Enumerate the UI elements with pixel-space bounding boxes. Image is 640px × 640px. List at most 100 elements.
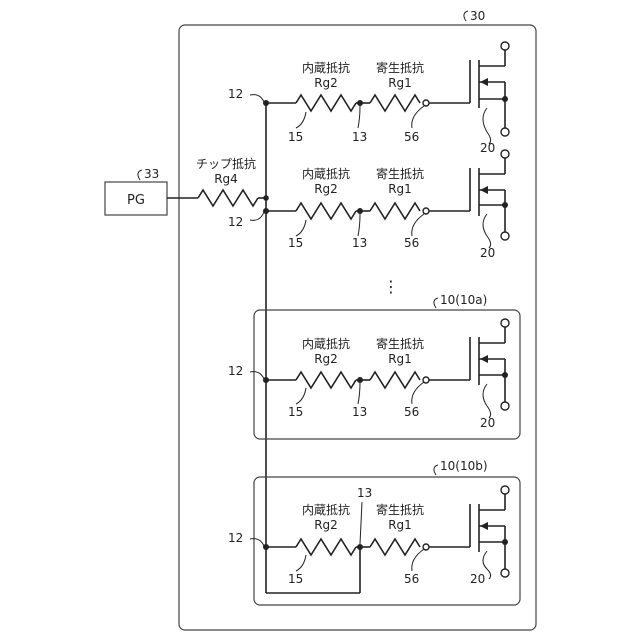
row2-source-terminal	[501, 232, 509, 240]
row1-pad-ref: 12	[228, 87, 243, 101]
chip-resistor-name: チップ抵抗	[196, 156, 256, 171]
row4-mid-leader	[360, 502, 362, 544]
module-ref-label: 30	[470, 9, 485, 23]
row3-pad-leader	[250, 372, 264, 379]
row3-transistor-ref: 20	[480, 416, 495, 430]
chip-10b-ref-label: 10(10b)	[440, 459, 488, 473]
row3-builtin-leader	[296, 388, 306, 404]
row4-builtin-name: 内蔵抵抗	[302, 502, 350, 517]
row2-builtin-resistor	[296, 203, 356, 219]
gate-row-3: 12 内蔵抵抗 Rg2 寄生抵抗 Rg1 15 13 56 20	[228, 319, 509, 430]
chip-10a-ref-label: 10(10a)	[440, 293, 487, 307]
gate-row-2: 12 内蔵抵抗 Rg2 寄生抵抗 Rg1 15 13 56 20	[228, 150, 509, 260]
row3-source-terminal	[501, 402, 509, 410]
row2-mid-dot	[357, 208, 363, 214]
row1-transistor-ref: 20	[480, 141, 495, 155]
row2-parasitic-name: 寄生抵抗	[376, 166, 424, 181]
row3-parasitic-name: 寄生抵抗	[376, 336, 424, 351]
row4-source-dot	[502, 539, 508, 545]
row2-gate-terminal	[423, 208, 429, 214]
row1-builtin-ref: 15	[288, 130, 303, 144]
row3-source-dot	[502, 372, 508, 378]
row4-builtin-ref: 15	[288, 572, 303, 586]
row4-pad-leader	[250, 539, 264, 546]
chip-resistor-rg4	[198, 190, 258, 206]
row4-source-terminal	[501, 569, 509, 577]
bus-junction-dot	[263, 195, 269, 201]
row3-parasitic-sym: Rg1	[388, 352, 412, 366]
row3-drain-terminal	[501, 319, 509, 327]
row3-builtin-resistor	[296, 372, 356, 388]
row1-terminal-leader	[412, 106, 424, 128]
row3-builtin-name: 内蔵抵抗	[302, 336, 350, 351]
row2-body-arrow	[480, 186, 488, 194]
chip-10a-ref-squiggle	[434, 298, 438, 308]
row2-builtin-ref: 15	[288, 236, 303, 250]
row1-parasitic-sym: Rg1	[388, 76, 412, 90]
row1-mid-leader	[358, 106, 360, 128]
row3-terminal-ref: 56	[404, 405, 419, 419]
pulse-generator-label: PG	[127, 193, 145, 208]
row2-transistor-ref: 20	[480, 246, 495, 260]
row1-mid-ref: 13	[352, 130, 367, 144]
pg-ref-squiggle	[138, 170, 142, 180]
row4-parasitic-sym: Rg1	[388, 518, 412, 532]
row3-terminal-leader	[412, 382, 424, 404]
module-ref-squiggle	[464, 11, 468, 21]
row3-pad-ref: 12	[228, 364, 243, 378]
row2-builtin-name: 内蔵抵抗	[302, 166, 350, 181]
row3-parasitic-resistor	[370, 372, 420, 388]
row4-mid-ref: 13	[357, 486, 372, 500]
gate-row-4: 12 13 内蔵抵抗 Rg2 寄生抵抗 Rg1 15 56 20	[228, 486, 509, 586]
row2-transistor-leader	[483, 214, 491, 248]
row2-terminal-ref: 56	[404, 236, 419, 250]
row1-drain-terminal	[501, 42, 509, 50]
row1-parasitic-resistor	[370, 95, 420, 111]
row1-body-arrow	[480, 78, 488, 86]
row2-drain-terminal	[501, 150, 509, 158]
row1-builtin-sym: Rg2	[314, 76, 338, 90]
row4-body-arrow	[480, 522, 488, 530]
row2-parasitic-sym: Rg1	[388, 182, 412, 196]
row3-mid-ref: 13	[352, 405, 367, 419]
row4-builtin-resistor	[296, 539, 356, 555]
row2-pad-ref: 12	[228, 215, 243, 229]
row1-parasitic-name: 寄生抵抗	[376, 60, 424, 75]
row1-gate-terminal	[423, 100, 429, 106]
gate-row-1: 12 内蔵抵抗 Rg2 寄生抵抗 Rg1 15 13 56 20	[228, 42, 509, 155]
row4-pad-ref: 12	[228, 531, 243, 545]
row1-transistor-leader	[483, 108, 491, 144]
row1-builtin-resistor	[296, 95, 356, 111]
row4-terminal-ref: 56	[404, 572, 419, 586]
pg-ref-label: 33	[144, 167, 159, 181]
row4-parasitic-resistor	[370, 539, 420, 555]
row4-transistor-ref: 20	[470, 572, 485, 586]
row1-pad-leader	[250, 95, 264, 102]
chip-10b-ref-squiggle	[434, 465, 438, 475]
row4-drain-terminal	[501, 486, 509, 494]
row1-source-terminal	[501, 128, 509, 136]
row2-mid-ref: 13	[352, 236, 367, 250]
row2-builtin-leader	[296, 220, 306, 236]
row2-parasitic-resistor	[370, 203, 420, 219]
row2-pad-leader	[250, 212, 264, 220]
row2-mid-leader	[358, 214, 360, 236]
row3-builtin-ref: 15	[288, 405, 303, 419]
row1-source-dot	[502, 96, 508, 102]
row4-builtin-leader	[296, 555, 306, 571]
row2-builtin-sym: Rg2	[314, 182, 338, 196]
row3-body-arrow	[480, 355, 488, 363]
row4-terminal-leader	[412, 549, 424, 571]
chip-resistor-symbol: Rg4	[214, 172, 238, 186]
row2-source-dot	[502, 202, 508, 208]
row4-builtin-sym: Rg2	[314, 518, 338, 532]
row3-builtin-sym: Rg2	[314, 352, 338, 366]
row1-mid-dot	[357, 100, 363, 106]
row1-builtin-name: 内蔵抵抗	[302, 60, 350, 75]
row3-mid-leader	[358, 382, 360, 404]
row2-terminal-leader	[412, 214, 424, 236]
row4-parasitic-name: 寄生抵抗	[376, 502, 424, 517]
row1-terminal-ref: 56	[404, 130, 419, 144]
rows-ellipsis: ⋮	[383, 277, 399, 296]
